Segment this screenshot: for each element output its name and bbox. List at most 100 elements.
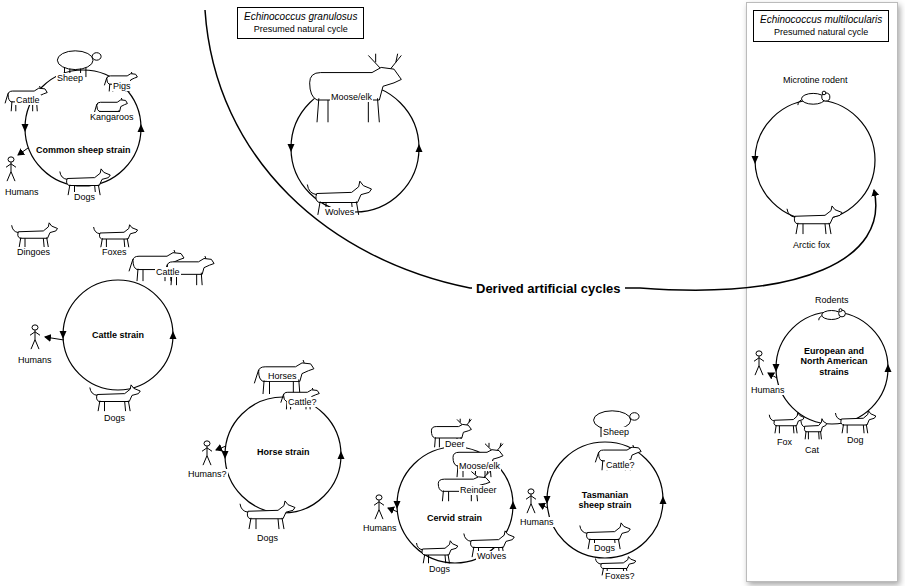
human-figure — [374, 495, 384, 519]
host-label: Fox — [776, 437, 793, 447]
dog-figure — [240, 501, 295, 529]
cycle-circle — [63, 280, 173, 390]
arrowhead — [394, 501, 401, 509]
header-box: Echinococcus granulosusPresumed natural … — [237, 7, 364, 39]
dingo-figure — [12, 223, 58, 247]
cycle-circle — [25, 70, 141, 186]
cycle-label: Common sheep strain — [35, 145, 132, 155]
header-box: Echinococcus multilocularisPresumed natu… — [753, 10, 889, 42]
host-label: Wolves — [476, 551, 507, 561]
host-label: Dogs — [593, 543, 616, 553]
human-arrow — [768, 373, 777, 378]
host-label: Humans — [519, 517, 555, 527]
host-label: Dogs — [256, 533, 279, 543]
host-label: Wolves — [324, 207, 355, 217]
host-label: Humans? — [187, 469, 228, 479]
fox-figure — [769, 413, 804, 434]
host-label: Sheep — [56, 73, 84, 83]
human-figure — [754, 351, 764, 375]
host-label: Humans — [4, 187, 40, 197]
host-label: Moose/elk — [458, 461, 501, 471]
cattle-figure — [5, 86, 47, 111]
human-arrow — [216, 446, 226, 450]
host-label: Rodents — [814, 295, 850, 305]
cattle-figure — [595, 445, 641, 470]
human-arrow — [388, 508, 398, 512]
cycle-label: Tasmanian sheep strain — [568, 490, 642, 511]
arrowhead — [885, 364, 892, 372]
host-label: Humans — [362, 523, 398, 533]
host-label: Pigs — [112, 81, 132, 91]
host-label: Dogs — [103, 413, 126, 423]
human-figure — [30, 325, 40, 349]
cycle-subtitle: Presumed natural cycle — [244, 24, 357, 35]
host-label: Dogs — [73, 192, 96, 202]
arrowhead — [288, 144, 295, 152]
arrowhead — [544, 496, 551, 504]
sheep-figure — [594, 411, 640, 437]
rodent-figure — [798, 91, 830, 105]
dog-figure — [417, 541, 458, 564]
rodent-figure — [819, 309, 846, 321]
arrowhead — [22, 124, 29, 132]
horse-figure — [254, 360, 314, 394]
species-name: Echinococcus multilocularis — [760, 14, 882, 27]
human-figure — [202, 441, 212, 465]
arrowhead — [170, 331, 177, 339]
host-label: Cattle — [155, 267, 181, 277]
cycle-circle — [547, 442, 663, 558]
arrowhead — [222, 451, 229, 459]
fox-figure — [94, 225, 138, 248]
cattle-figure — [281, 388, 320, 409]
derived-arc — [205, 10, 876, 290]
arrowhead — [338, 451, 345, 459]
cycle-label: European and North American strains — [797, 346, 871, 377]
host-label: Kangaroos — [89, 112, 135, 122]
cycle-circle — [755, 100, 875, 220]
host-label: Dingoes — [16, 247, 51, 257]
host-label: Foxes — [101, 247, 128, 257]
host-label: Reindeer — [459, 485, 498, 495]
cycle-subtitle: Presumed natural cycle — [760, 27, 882, 38]
arrowhead — [752, 156, 759, 164]
side-panel — [746, 2, 898, 582]
arrowhead — [138, 124, 145, 132]
host-label: Horses — [267, 371, 298, 381]
host-label: Cat — [804, 445, 820, 455]
host-label: Humans — [750, 385, 786, 395]
arrowhead — [773, 364, 780, 372]
cycle-label: Horse strain — [256, 447, 311, 457]
host-label: Dog — [846, 435, 865, 445]
host-label: Cattle? — [287, 397, 318, 407]
arrowhead — [416, 144, 423, 152]
host-label: Cattle? — [605, 460, 636, 470]
cycle-label: Cattle strain — [91, 330, 145, 340]
cycle-label: Derived artificial cycles — [472, 282, 625, 297]
host-label: Arctic fox — [792, 240, 831, 250]
dog-figure — [90, 385, 140, 411]
arrowhead — [660, 496, 667, 504]
pig-figure — [104, 72, 137, 91]
arctic-fox-figure — [787, 206, 842, 234]
host-label: Dogs — [428, 564, 451, 574]
host-label: Cattle — [15, 95, 41, 105]
cycle-circle — [225, 397, 341, 513]
cycle-circle — [776, 312, 888, 424]
host-label: Moose/elk — [330, 92, 373, 102]
cycle-label: Cervid strain — [426, 513, 483, 523]
human-figure — [6, 157, 16, 181]
human-arrow — [45, 337, 64, 340]
moose-figure — [310, 54, 402, 123]
arrowhead — [510, 501, 517, 509]
human-arrow — [18, 148, 28, 155]
host-label: Foxes? — [604, 571, 636, 581]
host-label: Deer — [444, 439, 466, 449]
human-arrow — [539, 504, 548, 508]
host-label: Humans — [17, 355, 53, 365]
cat-figure — [801, 419, 827, 440]
human-figure — [526, 489, 536, 513]
species-name: Echinococcus granulosus — [244, 11, 357, 24]
arrowhead — [60, 331, 67, 339]
